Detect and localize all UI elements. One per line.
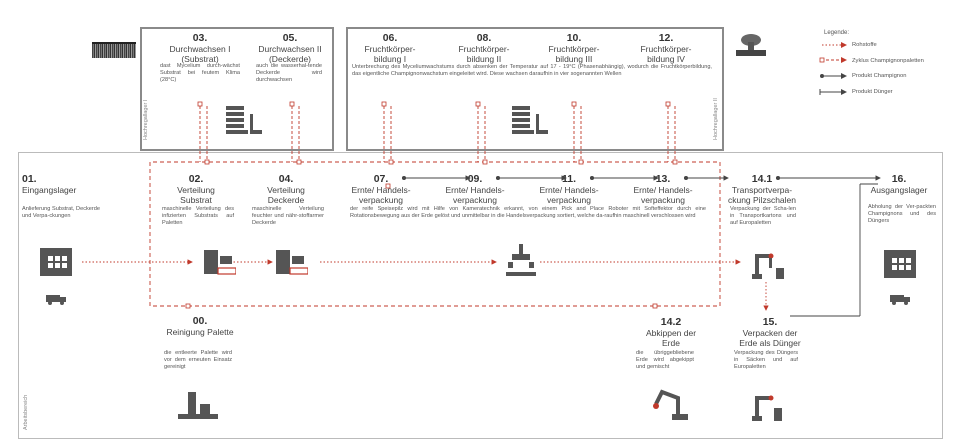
step-06: 06. Fruchtkörper- bildung I xyxy=(364,32,416,64)
distribution-machine-icon xyxy=(204,248,237,276)
distribution-machine-icon xyxy=(276,248,309,276)
step-08: 08. Fruchtkörper- bildung II xyxy=(458,32,510,64)
arbeitsbereich-box xyxy=(18,152,943,439)
pick-and-place-robot-icon xyxy=(506,244,536,278)
truck-icon xyxy=(46,292,68,305)
mushroom-icon xyxy=(736,32,766,58)
step-14-1: 14.1 Transportverpa- ckung Pilzschalen xyxy=(727,173,797,205)
legend-rohstoffe: Rohstoffe xyxy=(852,42,877,48)
legend-champignon: Produkt Champignon xyxy=(852,73,907,79)
step-16: 16. Ausgangslager xyxy=(870,173,928,195)
step-05-desc: auch die wasserhal-tende Deckerde wird d… xyxy=(256,63,322,84)
step-12: 12. Fruchtkörper- bildung IV xyxy=(640,32,692,64)
tipping-robot-icon xyxy=(652,388,690,422)
step-13: 13. Ernte/ Handels- verpackung xyxy=(633,173,693,205)
legend-title: Legende: xyxy=(824,30,850,36)
champignon-flow xyxy=(401,175,881,181)
palette-cycle-loop xyxy=(149,161,721,307)
hochregallager-2-box xyxy=(346,27,724,151)
substrate-texture-icon xyxy=(92,42,136,58)
shelf-icon xyxy=(512,106,548,136)
step-00: 00. Reinigung Palette xyxy=(166,315,234,337)
step-02: 02. Verteilung Substrat xyxy=(177,173,215,205)
truck-icon xyxy=(890,292,912,305)
warehouse-icon xyxy=(40,248,72,276)
step-15: 15. Verpacken der Erde als Dünger xyxy=(739,316,801,348)
hochregallager-1-box xyxy=(140,27,334,151)
packing-robot-icon xyxy=(750,250,786,280)
step-00-desc: die entleerte Palette wird vor dem erneu… xyxy=(164,350,232,371)
step-14-1-desc: Verpackung der Scha-len in Transportkart… xyxy=(730,206,796,227)
step-01: 01. Eingangslager xyxy=(22,173,77,195)
step-16-desc: Abholung der Ver-packten Champignons und… xyxy=(868,204,936,225)
step-05: 05. Durchwachsen II (Deckerde) xyxy=(258,32,322,64)
step-02-desc: maschinelle Verteilung des infizierten S… xyxy=(162,206,234,227)
legend-bar-arrow-icon xyxy=(819,89,847,95)
cycle-vertical-arrows xyxy=(199,106,676,162)
legend-dot-arrow-icon xyxy=(820,73,847,79)
step-03-desc: dast Mycelium durch-wächst Substrat bei … xyxy=(160,63,240,84)
legend-dashed-square-arrow-icon xyxy=(819,57,847,63)
step-14-2-desc: die übriggebliebene Erde wird abgekippt … xyxy=(636,350,694,371)
warehouse-icon xyxy=(884,250,916,278)
legend-zyklus: Zyklus Champignonpaletten xyxy=(852,58,924,64)
step-03: 03. Durchwachsen I (Substrat) xyxy=(169,32,231,64)
harvest-desc: der reife Speisepilz wird mit Hilfe von … xyxy=(350,206,706,220)
step-15-desc: Verpackung des Düngers in Säcken und auf… xyxy=(734,350,798,371)
step-04-desc: maschinelle Verteilung feuchter und nähr… xyxy=(252,206,324,227)
fruchtkoerper-desc: Unterbrechung des Myceliumwachstums durc… xyxy=(352,64,712,78)
step-04: 04. Verteilung Deckerde xyxy=(267,173,305,205)
step-14-2: 14.2 Abkippen der Erde xyxy=(645,316,697,348)
cycle-square-markers xyxy=(185,101,678,309)
rohstoffe-flow xyxy=(82,259,769,311)
sack-packing-robot-icon xyxy=(750,392,784,422)
step-09: 09. Ernte/ Handels- verpackung xyxy=(445,173,505,205)
step-10: 10. Fruchtkörper- bildung III xyxy=(548,32,600,64)
duenger-flow xyxy=(790,183,878,317)
cleaning-machine-icon xyxy=(178,392,218,422)
step-01-desc: Anlieferung Substrat, Deckerde und Verpa… xyxy=(22,206,100,220)
step-07: 07. Ernte/ Handels- verpackung xyxy=(351,173,411,205)
shelf-icon xyxy=(226,106,262,136)
legend-duenger: Produkt Dünger xyxy=(852,89,893,95)
